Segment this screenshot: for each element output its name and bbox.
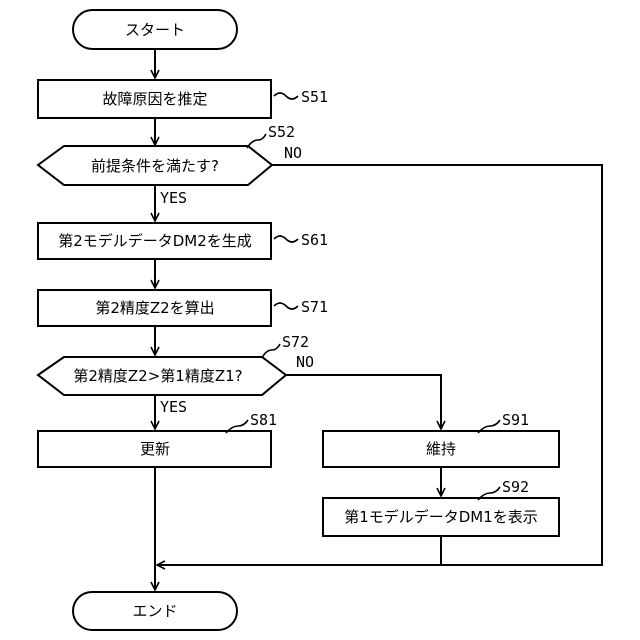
s52-label: S52 (268, 123, 295, 141)
s72-label: S72 (282, 333, 309, 351)
s72-leader (262, 344, 280, 358)
s61-text: 第2モデルデータDM2を生成 (58, 232, 252, 250)
s51-leader (274, 93, 298, 99)
s52-yes-label: YES (160, 189, 187, 207)
step-s81: 更新 S81 (38, 411, 277, 467)
s52-leader (247, 134, 266, 148)
s72-text: 第2精度Z2>第1精度Z1? (73, 367, 242, 385)
s71-text: 第2精度Z2を算出 (95, 299, 214, 317)
s91-text: 維持 (426, 440, 456, 458)
s72-no-label: NO (296, 353, 314, 371)
s52-text: 前提条件を満たす? (91, 157, 219, 175)
s81-text: 更新 (140, 440, 170, 458)
decision-s52: 前提条件を満たす? S52 NO YES (38, 123, 302, 207)
s52-no-label: NO (284, 144, 302, 162)
arrow-s72-s91-no (286, 375, 441, 429)
s72-yes-label: YES (160, 398, 187, 416)
step-s71: 第2精度Z2を算出 S71 (38, 290, 328, 326)
s71-label: S71 (301, 298, 328, 316)
s61-leader (274, 236, 298, 242)
s92-label: S92 (502, 478, 529, 496)
s51-label: S51 (301, 88, 328, 106)
step-s61: 第2モデルデータDM2を生成 S61 (38, 223, 328, 259)
decision-s72: 第2精度Z2>第1精度Z1? S72 NO YES (38, 333, 314, 416)
s92-text: 第1モデルデータDM1を表示 (344, 508, 538, 526)
s91-label: S91 (502, 411, 529, 429)
s81-label: S81 (250, 411, 277, 429)
end-terminal: エンド (73, 592, 237, 630)
step-s51: 故障原因を推定 S51 (38, 80, 328, 118)
start-label: スタート (125, 21, 185, 39)
s51-text: 故障原因を推定 (102, 90, 207, 108)
s61-label: S61 (301, 231, 328, 249)
end-label: エンド (132, 602, 177, 620)
start-terminal: スタート (73, 10, 237, 49)
s71-leader (274, 303, 298, 309)
